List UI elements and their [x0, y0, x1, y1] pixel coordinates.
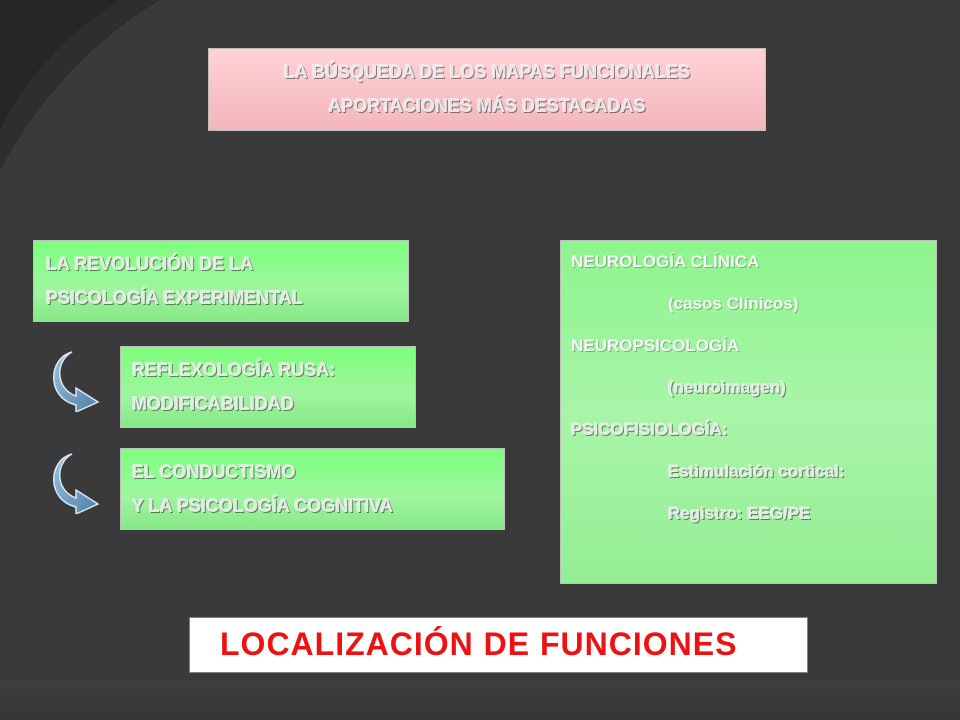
neuroimagen-label: (neuroimagen): [668, 378, 787, 397]
bottom-band-decoration: [0, 680, 960, 720]
casos-clinicos-label: (casos Clínicos): [668, 294, 799, 313]
psicofisiologia-label: PSICOFISIOLOGÍA:: [571, 420, 728, 439]
reflexologia-box: REFLEXOLOGÍA RUSA: MODIFICABILIDAD: [120, 346, 416, 428]
title-line-2: APORTACIONES MÁS DESTACADAS: [328, 96, 646, 116]
title-box: LA BÚSQUEDA DE LOS MAPAS FUNCIONALES APO…: [208, 48, 766, 131]
neurologia-clinica-label: NEUROLOGÍA CLÍNICA: [571, 252, 760, 271]
conductismo-box: EL CONDUCTISMO Y LA PSICOLOGÍA COGNITIVA: [120, 448, 505, 530]
conductismo-line-1: EL CONDUCTISMO: [132, 462, 296, 482]
conclusion-text: LOCALIZACIÓN DE FUNCIONES: [220, 626, 738, 662]
curved-arrow-icon: [53, 351, 100, 412]
neuro-methods-box: NEUROLOGÍA CLÍNICA (casos Clínicos) NEUR…: [560, 240, 937, 584]
curved-arrow-icon: [53, 453, 100, 514]
reflexologia-line-2: MODIFICABILIDAD: [132, 394, 294, 414]
conductismo-line-2: Y LA PSICOLOGÍA COGNITIVA: [132, 496, 394, 516]
registro-eeg-label: Registro: EEG/PE: [668, 504, 811, 523]
conclusion-box: LOCALIZACIÓN DE FUNCIONES: [189, 617, 808, 673]
estimulacion-cortical-label: Estimulación cortical:: [668, 462, 845, 481]
neuropsicologia-label: NEUROPSICOLOGÍA: [571, 336, 740, 355]
reflexologia-line-1: REFLEXOLOGÍA RUSA:: [132, 360, 336, 380]
revolucion-box: LA REVOLUCIÓN DE LA PSICOLOGÍA EXPERIMEN…: [33, 240, 409, 322]
revolucion-line-1: LA REVOLUCIÓN DE LA: [46, 254, 254, 274]
corner-arc-decoration: [0, 0, 160, 170]
title-line-1: LA BÚSQUEDA DE LOS MAPAS FUNCIONALES: [283, 62, 691, 82]
revolucion-line-2: PSICOLOGÍA EXPERIMENTAL: [46, 288, 304, 308]
